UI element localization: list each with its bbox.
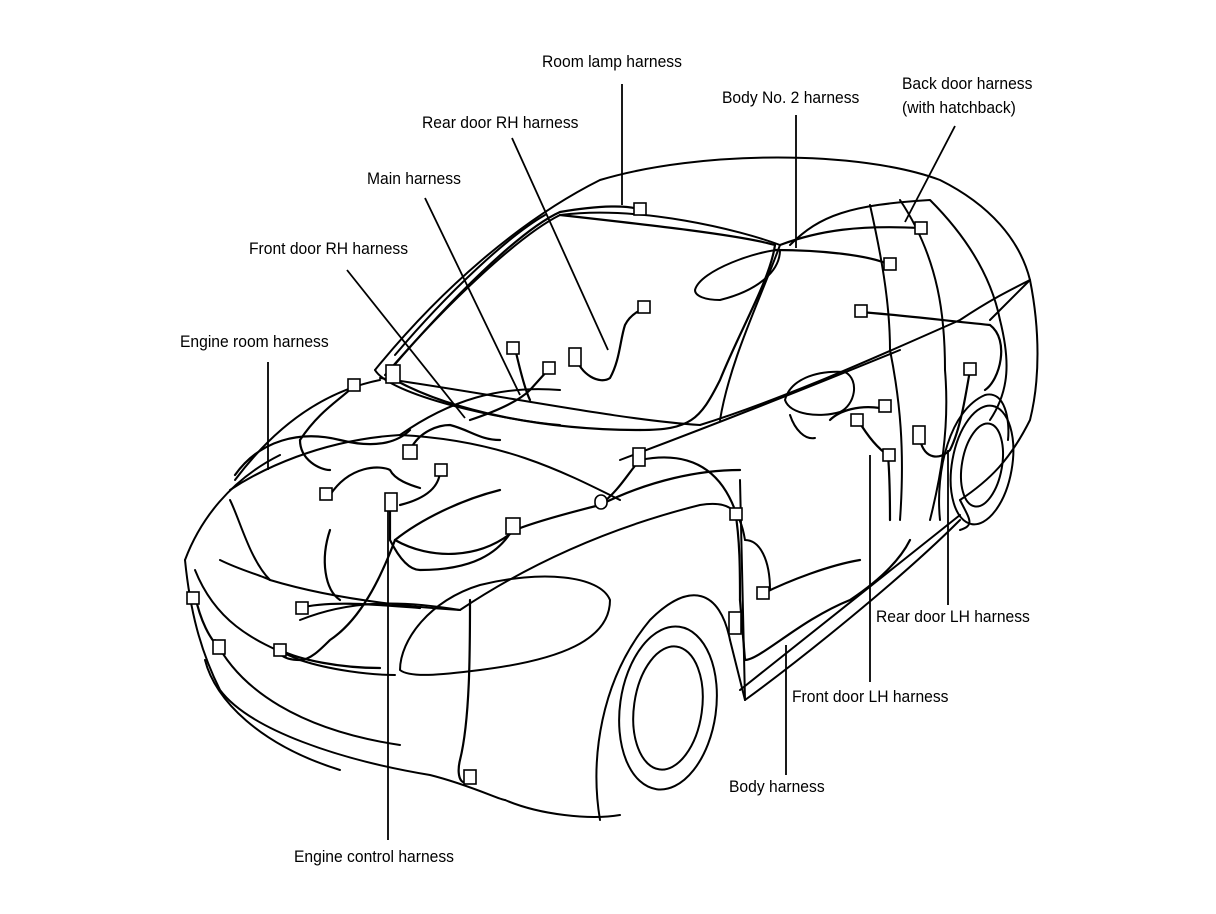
connector bbox=[882, 448, 896, 462]
connector bbox=[914, 221, 928, 235]
connector bbox=[756, 586, 770, 600]
label-engine-room-harness: Engine room harness bbox=[180, 332, 329, 351]
connector bbox=[637, 300, 651, 314]
connector bbox=[568, 347, 582, 367]
label-body-harness: Body harness bbox=[729, 777, 825, 796]
connector bbox=[883, 257, 897, 271]
leader-lines bbox=[267, 84, 956, 840]
label-back-door-harness: Back door harness bbox=[902, 74, 1033, 93]
connector bbox=[542, 361, 556, 375]
connector bbox=[854, 304, 868, 318]
label-main-harness: Main harness bbox=[367, 169, 461, 188]
connector bbox=[912, 425, 926, 445]
label-front-door-lh-harness: Front door LH harness bbox=[792, 687, 949, 706]
connector bbox=[319, 487, 333, 501]
connector bbox=[506, 341, 520, 355]
label-front-door-rh-harness: Front door RH harness bbox=[249, 239, 409, 258]
connector bbox=[728, 611, 742, 635]
connector bbox=[385, 364, 401, 384]
connector bbox=[186, 591, 200, 605]
connector bbox=[632, 447, 646, 467]
connector bbox=[295, 601, 309, 615]
label-rear-door-lh-harness: Rear door LH harness bbox=[876, 607, 1030, 626]
connector bbox=[850, 413, 864, 427]
connector bbox=[505, 517, 521, 535]
connector bbox=[633, 202, 647, 216]
connector bbox=[273, 643, 287, 657]
connector bbox=[878, 399, 892, 413]
connector bbox=[463, 769, 477, 785]
label-rear-door-rh-harness: Rear door RH harness bbox=[422, 113, 579, 132]
connector bbox=[729, 507, 743, 521]
connector bbox=[594, 494, 608, 510]
connector bbox=[402, 444, 418, 460]
connector bbox=[434, 463, 448, 477]
label-body-no2-harness: Body No. 2 harness bbox=[722, 88, 860, 107]
connector bbox=[963, 362, 977, 376]
connector bbox=[212, 639, 226, 655]
label-room-lamp-harness: Room lamp harness bbox=[542, 52, 682, 71]
connectors bbox=[186, 202, 977, 785]
label-engine-control-harness: Engine control harness bbox=[294, 847, 454, 866]
connector bbox=[384, 492, 398, 512]
connector bbox=[347, 378, 361, 392]
label-back-door-harness-note: (with hatchback) bbox=[902, 98, 1016, 117]
